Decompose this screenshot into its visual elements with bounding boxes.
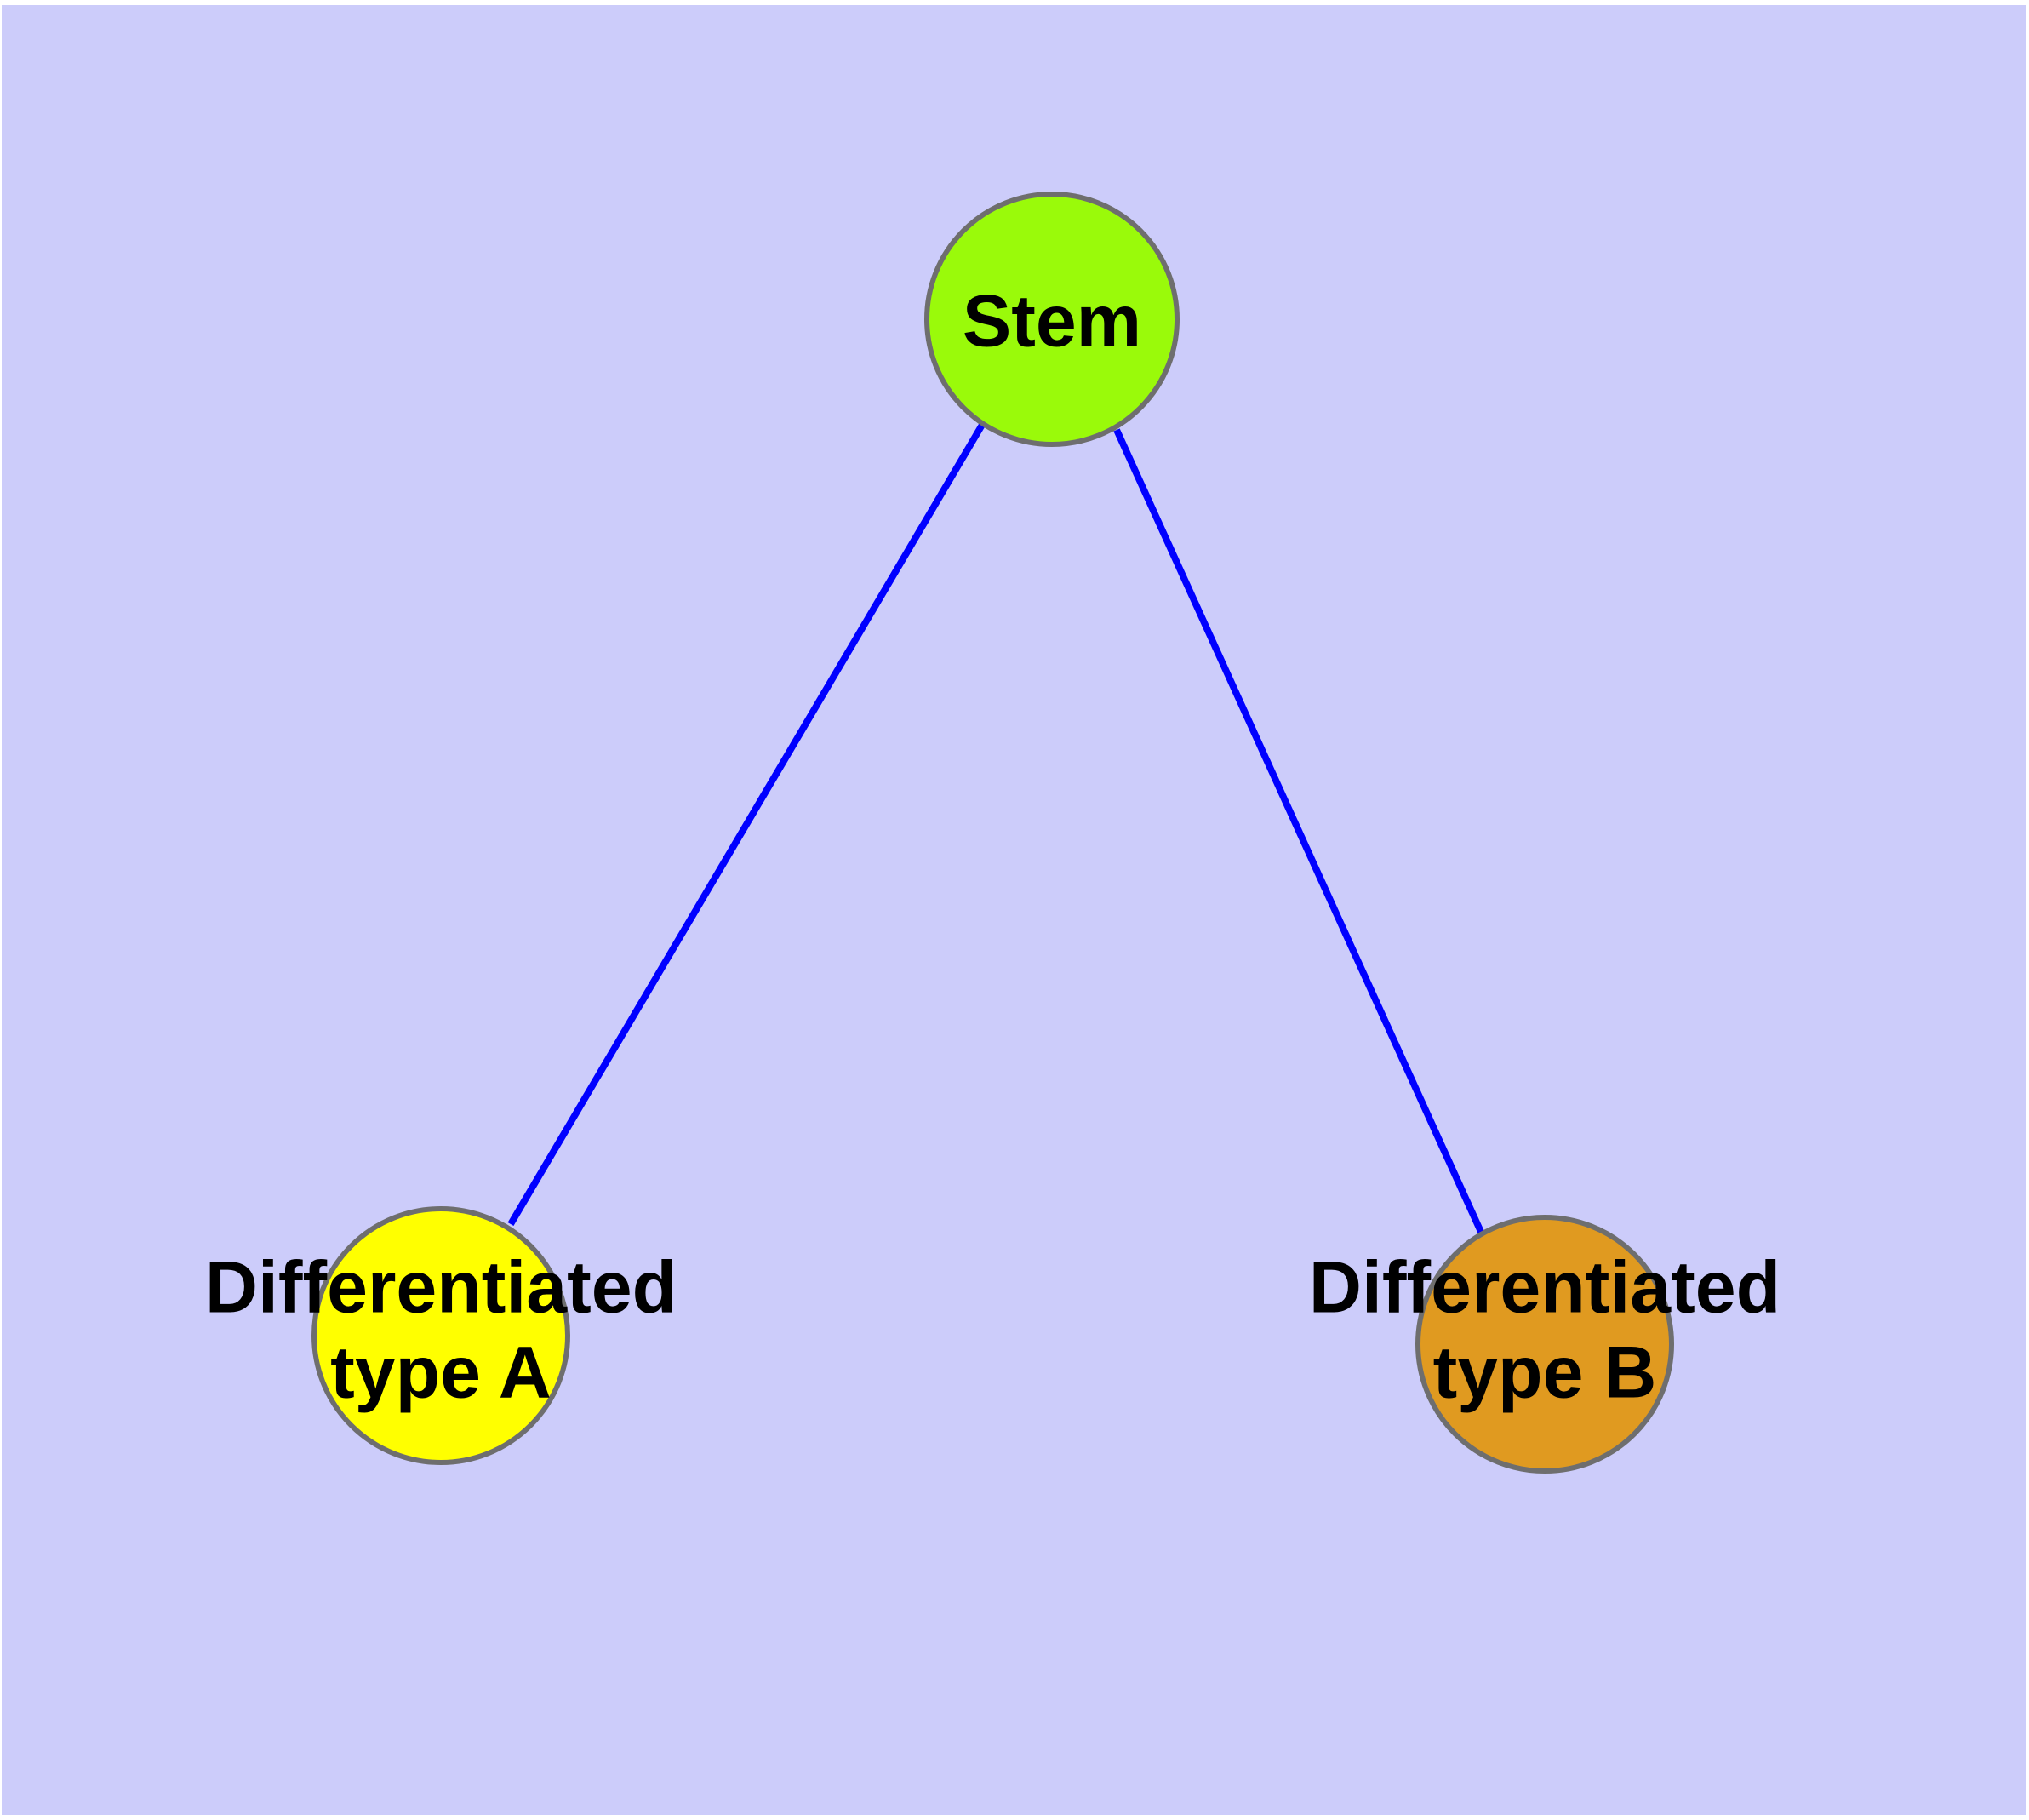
node-stem-label: Stem <box>963 281 1141 363</box>
node-stem-circle[interactable] <box>924 192 1180 447</box>
node-differentiated-type-a-circle[interactable] <box>311 1206 570 1465</box>
node-differentiated-type-b-circle[interactable] <box>1415 1215 1674 1474</box>
edge-stem-to-differentiated-type-b[interactable] <box>1113 428 1484 1233</box>
edge-stem-to-differentiated-type-a[interactable] <box>507 422 986 1227</box>
node-differentiated-type-a-label-line2: type A <box>330 1332 552 1414</box>
graph-svg: Stem Differentiated type A Differentiate… <box>205 192 1780 1474</box>
graph-plot-area: Stem Differentiated type A Differentiate… <box>2 5 2026 1815</box>
node-differentiated-type-a[interactable]: Differentiated type A <box>205 1206 677 1465</box>
node-stem[interactable]: Stem <box>924 192 1180 447</box>
node-differentiated-type-b-label-line1: Differentiated <box>1309 1247 1780 1329</box>
node-differentiated-type-b-label-line2: type B <box>1433 1332 1657 1414</box>
edge-layer <box>507 422 1484 1233</box>
node-differentiated-type-a-label-line1: Differentiated <box>205 1247 677 1329</box>
node-layer: Stem Differentiated type A Differentiate… <box>205 192 1780 1474</box>
node-differentiated-type-b[interactable]: Differentiated type B <box>1309 1215 1780 1474</box>
